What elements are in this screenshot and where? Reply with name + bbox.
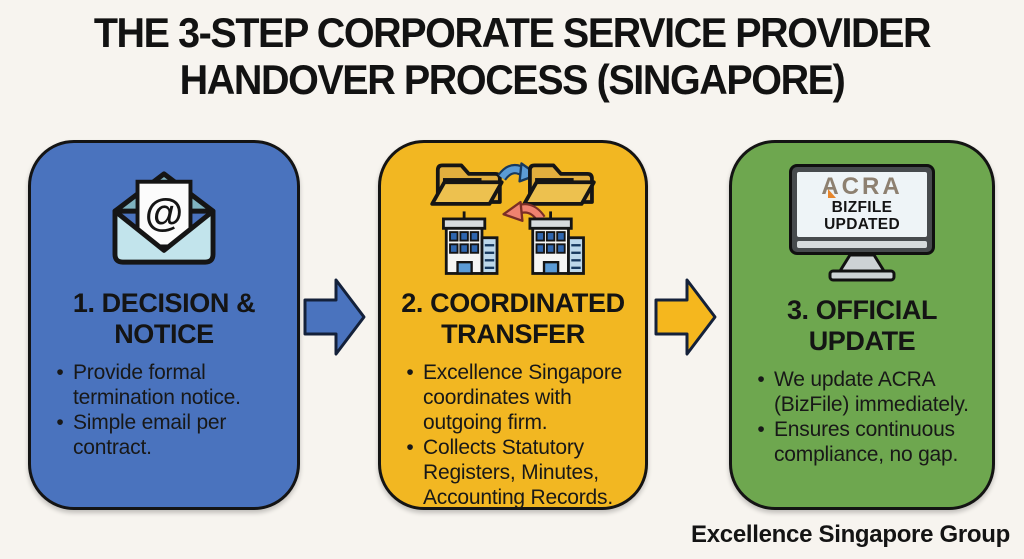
letter-paper [135, 179, 193, 249]
step-card-coordinated-transfer: 2. COORDINATED TRANSFER • Excellence Sin… [378, 140, 648, 510]
bullet-marker: • [406, 360, 414, 384]
step2-bullets: • Excellence Singapore coordinates with … [391, 360, 635, 511]
bullet-marker: • [56, 360, 64, 384]
envelope-pocket [112, 208, 216, 265]
step2-icon-wrap [419, 155, 607, 281]
building-right-icon [528, 211, 585, 275]
bullet-marker: • [757, 367, 765, 391]
bullet-text: Provide formal termination notice. [73, 360, 241, 409]
step-card-decision-notice: @ 1. DECISION & NOTICE • Provide formal … [28, 140, 300, 510]
bullet-item: • Collects Statutory Registers, Minutes,… [397, 435, 629, 511]
page-title-line-1: THE 3-STEP CORPORATE SERVICE PROVIDER [93, 9, 932, 56]
at-symbol: @ [145, 192, 183, 235]
building-transfer-arrow-icon [502, 200, 546, 223]
bullet-text: We update ACRA (BizFile) immediately. [774, 367, 969, 416]
step3-title: 3. OFFICIAL UPDATE [786, 295, 938, 356]
flow-arrow-2-icon [654, 278, 717, 356]
step3-bullets: • We update ACRA (BizFile) immediately. … [742, 367, 982, 468]
bullet-item: • We update ACRA (BizFile) immediately. [748, 367, 976, 417]
bullet-item: • Excellence Singapore coordinates with … [397, 360, 629, 436]
email-envelope-icon: @ [112, 171, 216, 265]
step1-icon-wrap: @ [105, 155, 223, 281]
page-title: THE 3-STEP CORPORATE SERVICE PROVIDER HA… [31, 9, 994, 103]
bullet-marker: • [56, 410, 64, 434]
acra-logo: ACRA [821, 172, 903, 200]
step3-icon-wrap: ACRA BIZFILE UPDATED [789, 155, 935, 291]
footer-brand-credit: Excellence Singapore Group [691, 521, 1010, 548]
step2-title: 2. COORDINATED TRANSFER [401, 288, 625, 349]
monitor-screen: ACRA BIZFILE UPDATED [797, 171, 927, 238]
bullet-text: Simple email per contract. [73, 410, 227, 460]
bullet-item: • Ensures continuous compliance, no gap. [748, 417, 976, 467]
monitor-stand [828, 255, 896, 282]
monitor-frame: ACRA BIZFILE UPDATED [789, 163, 935, 256]
bullet-item: • Simple email per contract. [47, 410, 281, 460]
folder-left-icon [430, 163, 504, 206]
bullet-item: • Provide formal termination notice. [47, 360, 281, 410]
step1-bullets: • Provide formal termination notice. • S… [41, 360, 287, 461]
bullet-text: Excellence Singapore coordinates with ou… [423, 360, 623, 434]
bizfile-status-line-1: BIZFILE [831, 198, 893, 216]
step1-title: 1. DECISION & NOTICE [72, 288, 256, 349]
bullet-marker: • [406, 436, 414, 460]
bullet-marker: • [757, 417, 765, 441]
monitor-bezel [797, 241, 927, 249]
folder-right-icon [522, 163, 596, 206]
bizfile-status-line-2: UPDATED [824, 216, 900, 234]
acra-logo-orange-accent [828, 188, 836, 198]
building-left-icon [442, 211, 499, 275]
step-card-official-update: ACRA BIZFILE UPDATED 3. OFFICIAL UPDATE … [729, 140, 995, 510]
bullet-text: Ensures continuous compliance, no gap. [774, 417, 959, 467]
folders-buildings-transfer-icon [430, 162, 596, 275]
bullet-text: Collects Statutory Registers, Minutes, A… [423, 436, 613, 510]
page-title-line-2: HANDOVER PROCESS (SINGAPORE) [179, 56, 846, 104]
flow-arrow-1-icon [303, 278, 366, 356]
acra-bizfile-monitor-icon: ACRA BIZFILE UPDATED [789, 163, 935, 283]
